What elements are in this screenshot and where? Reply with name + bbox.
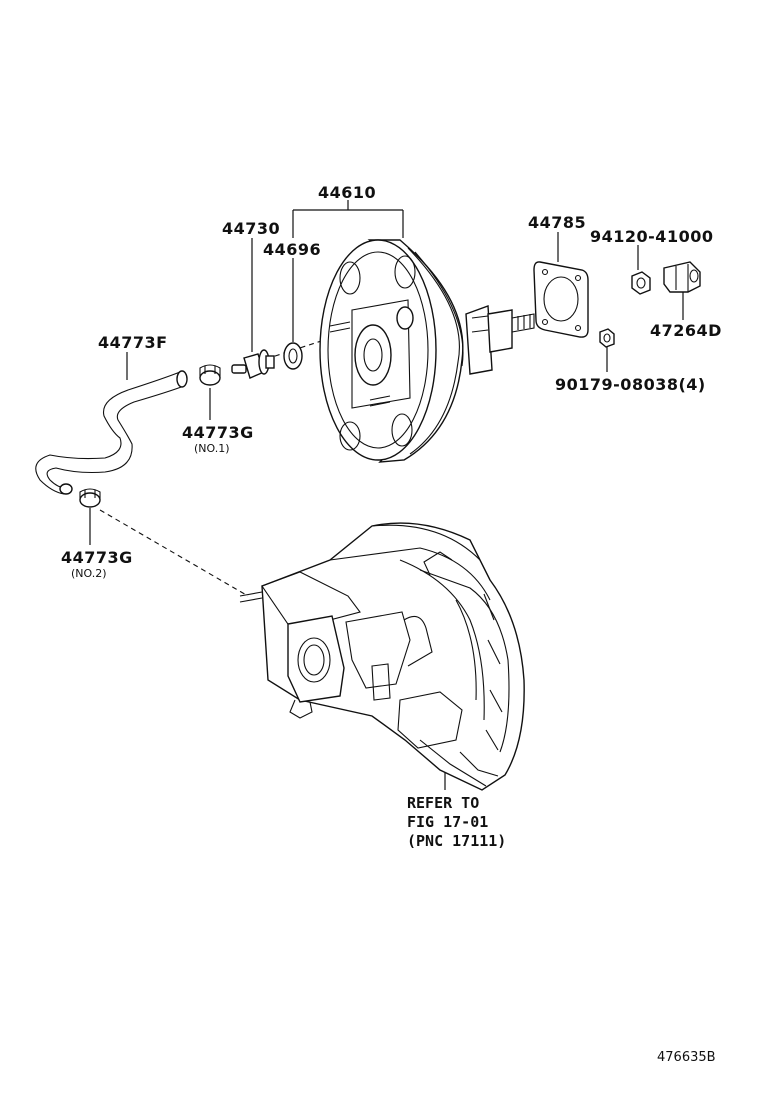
reference-line-1: REFER TO xyxy=(407,794,479,812)
brake-booster xyxy=(319,239,535,463)
vacuum-hose xyxy=(35,370,188,495)
label-44773G-no2-note: (NO.2) xyxy=(71,567,107,580)
intake-manifold xyxy=(239,522,525,791)
grommet xyxy=(283,342,303,370)
label-44730: 44730 xyxy=(222,219,280,238)
check-valve xyxy=(231,349,275,379)
label-44773G-no1-note: (NO.1) xyxy=(194,442,230,455)
label-44785: 44785 xyxy=(528,213,586,232)
hose-clip-no1 xyxy=(199,364,221,386)
clevis xyxy=(663,261,701,293)
label-47264D: 47264D xyxy=(650,321,722,340)
reference-line-2: FIG 17-01 xyxy=(407,813,488,831)
label-44773F: 44773F xyxy=(98,333,168,352)
label-44773G-no1: 44773G xyxy=(182,423,254,442)
reference-note: REFER TO FIG 17-01 (PNC 17111) xyxy=(407,794,506,850)
label-44610: 44610 xyxy=(318,183,376,202)
label-44696: 44696 xyxy=(263,240,321,259)
hose-clip-no2 xyxy=(79,488,101,508)
reference-line-3: (PNC 17111) xyxy=(407,832,506,850)
gasket xyxy=(533,261,589,338)
leader-lines xyxy=(89,200,684,790)
nut-90179 xyxy=(599,328,615,348)
label-90179-08038: 90179-08038(4) xyxy=(555,375,706,394)
nut-94120 xyxy=(631,271,651,295)
figure-id: 476635B xyxy=(657,1050,716,1065)
label-94120-41000: 94120-41000 xyxy=(590,227,713,246)
part-labels: 44610 44730 44696 44785 94120-41000 4726… xyxy=(61,183,722,580)
label-44773G-no2: 44773G xyxy=(61,548,133,567)
